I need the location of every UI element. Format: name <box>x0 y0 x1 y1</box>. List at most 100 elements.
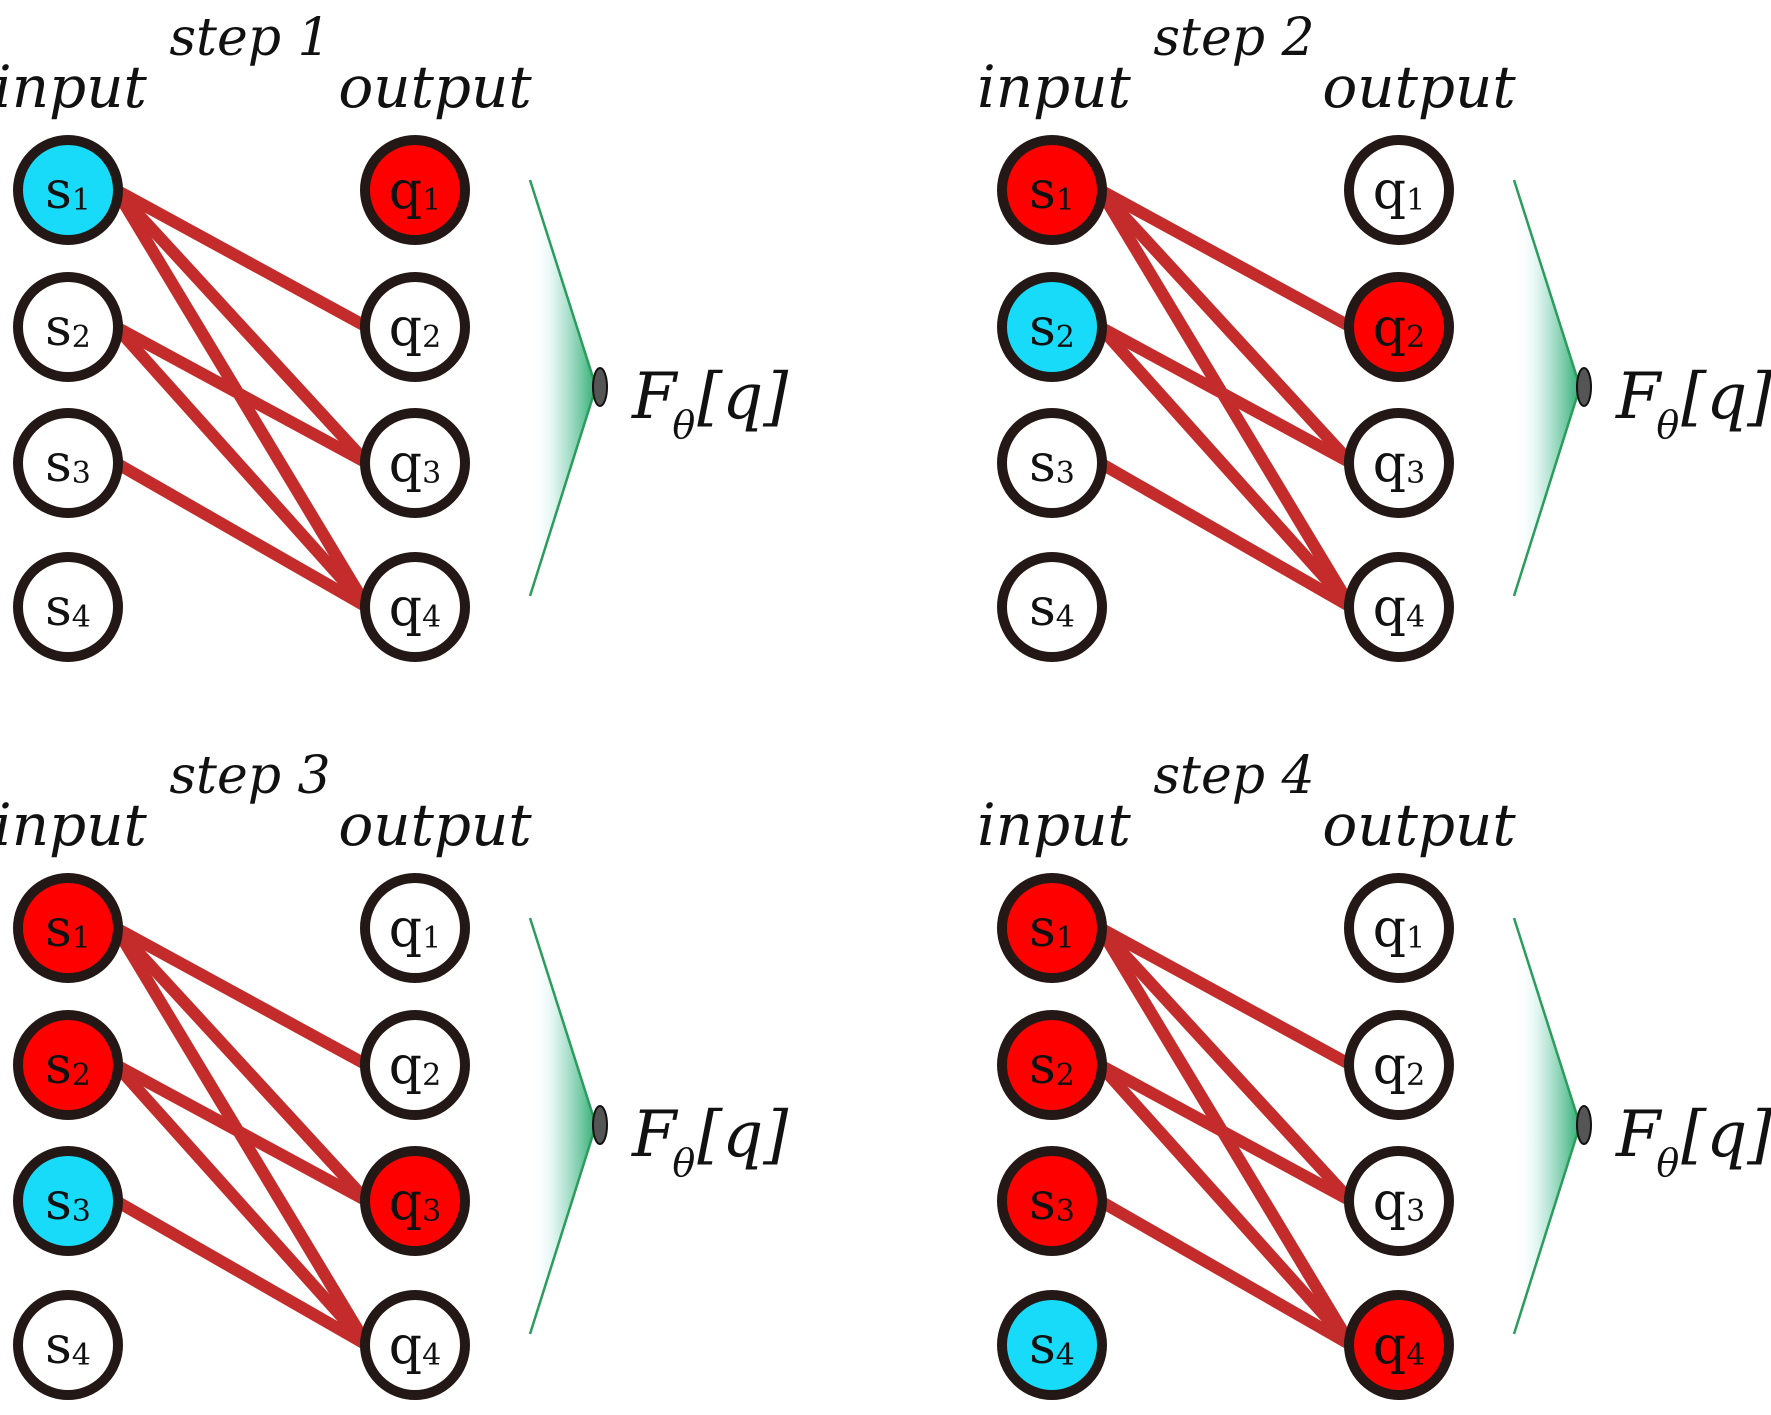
edges <box>110 184 373 613</box>
edge-s3-q4 <box>1097 1195 1354 1351</box>
node-circle <box>997 1146 1107 1256</box>
node-circle <box>997 272 1107 382</box>
node-label: s3 <box>45 434 91 494</box>
node-circle <box>1344 1290 1454 1400</box>
edge-s1-q3 <box>1095 923 1356 1206</box>
node-label: q4 <box>389 578 441 638</box>
node-circle <box>360 272 470 382</box>
node-label: s1 <box>45 161 91 221</box>
input-column-label: input <box>0 53 148 121</box>
output-node-q3: q3 <box>1344 1146 1454 1256</box>
edges <box>1094 922 1357 1351</box>
node-label: q4 <box>389 1316 441 1376</box>
node-circle <box>1344 408 1454 518</box>
step-label: step 1 <box>169 8 330 68</box>
step-label: step 4 <box>1153 746 1314 806</box>
input-node-s3: s3 <box>997 408 1107 518</box>
node-label: s1 <box>45 899 91 959</box>
input-column-label: input <box>977 791 1131 859</box>
input-node-s1: s1 <box>997 135 1107 245</box>
edges <box>1094 184 1357 613</box>
input-node-s3: s3 <box>13 1146 123 1256</box>
output-node-oval <box>592 1105 608 1145</box>
output-node-q1: q1 <box>360 873 470 983</box>
node-label: q3 <box>1373 1172 1425 1232</box>
output-node-q4: q4 <box>1344 1290 1454 1400</box>
input-node-s2: s2 <box>13 272 123 382</box>
edge-s1-q2 <box>113 922 370 1071</box>
node-circle <box>13 873 123 983</box>
input-node-s3: s3 <box>13 408 123 518</box>
output-node-q3: q3 <box>1344 408 1454 518</box>
node-circle <box>997 1010 1107 1120</box>
svg-text:Fθ[q]: Fθ[q] <box>1615 1098 1771 1185</box>
output-node-q2: q2 <box>360 272 470 382</box>
node-circle <box>1344 1010 1454 1120</box>
output-node-q3: q3 <box>360 408 470 518</box>
node-label: q2 <box>389 1036 441 1096</box>
edge-s3-q4 <box>113 1195 370 1351</box>
output-column-label: output <box>338 791 532 859</box>
edge-s2-q3 <box>113 321 370 469</box>
node-circle <box>1344 272 1454 382</box>
node-label: s4 <box>1029 578 1075 638</box>
output-node-q2: q2 <box>1344 272 1454 382</box>
edge-s3-q4 <box>1097 457 1354 613</box>
node-circle <box>13 272 123 382</box>
output-node-oval <box>1576 1105 1592 1145</box>
edges <box>110 922 373 1351</box>
edge-s2-q4 <box>111 322 372 612</box>
node-circle <box>1344 873 1454 983</box>
node-label: q1 <box>1373 161 1425 221</box>
aggregation-cone <box>1512 917 1592 1335</box>
node-circle <box>13 1010 123 1120</box>
edge-s3-q4 <box>113 457 370 613</box>
svg-text:Fθ[q]: Fθ[q] <box>631 1098 789 1185</box>
node-label: q2 <box>389 298 441 358</box>
aggregation-cone <box>528 179 608 597</box>
functional-label: Fθ[q] <box>1615 360 1771 447</box>
functional-label: Fθ[q] <box>1615 1098 1771 1185</box>
edge-s1-q2 <box>1097 922 1354 1071</box>
edge-s2-q3 <box>1097 321 1354 469</box>
node-label: q3 <box>389 1172 441 1232</box>
node-circle <box>1344 552 1454 662</box>
edge-s1-q2 <box>113 184 370 333</box>
node-circle <box>997 408 1107 518</box>
step-label: step 3 <box>169 746 330 806</box>
input-column-label: input <box>977 53 1131 121</box>
edge-s2-q4 <box>1095 1060 1356 1350</box>
node-circle <box>997 552 1107 662</box>
functional-label: Fθ[q] <box>631 1098 789 1185</box>
edge-s2-q4 <box>1095 322 1356 612</box>
output-column-label: output <box>1322 791 1516 859</box>
edge-s1-q3 <box>111 185 372 468</box>
node-label: s1 <box>1029 899 1075 959</box>
node-label: s4 <box>45 1316 91 1376</box>
input-node-s1: s1 <box>13 873 123 983</box>
node-label: q2 <box>1373 298 1425 358</box>
input-node-s4: s4 <box>997 1290 1107 1400</box>
node-circle <box>1344 135 1454 245</box>
aggregation-cone <box>528 917 608 1335</box>
node-circle <box>360 408 470 518</box>
input-node-s3: s3 <box>997 1146 1107 1256</box>
output-node-oval <box>592 367 608 407</box>
node-circle <box>13 408 123 518</box>
node-label: s3 <box>1029 434 1075 494</box>
output-node-q1: q1 <box>1344 135 1454 245</box>
node-circle <box>1344 1146 1454 1256</box>
node-circle <box>997 873 1107 983</box>
node-circle <box>360 1146 470 1256</box>
node-label: q3 <box>1373 434 1425 494</box>
node-label: s2 <box>45 298 91 358</box>
node-circle <box>997 1290 1107 1400</box>
node-circle <box>13 1290 123 1400</box>
node-label: q1 <box>389 161 441 221</box>
node-label: q3 <box>389 434 441 494</box>
node-circle <box>13 135 123 245</box>
